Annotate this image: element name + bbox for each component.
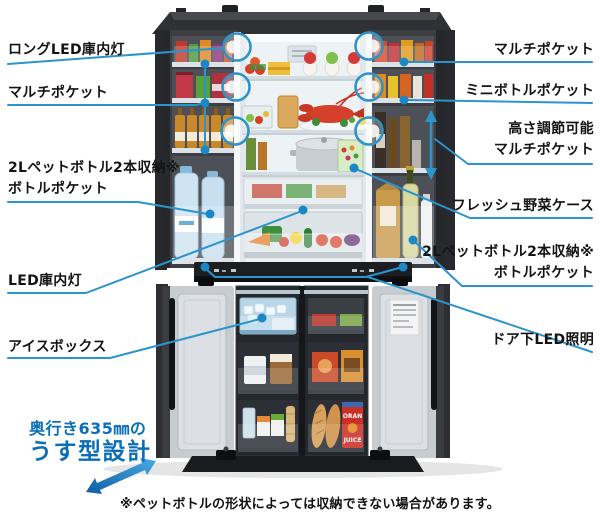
freezer-right-door — [372, 286, 444, 458]
callout-label: ボトルポケット — [493, 265, 594, 281]
callout-label: ドア下LED照明 — [491, 332, 594, 348]
connector-dot — [200, 262, 210, 272]
callout-label: マルチポケット — [493, 142, 594, 158]
callout-multi-pocket-left: マルチポケット — [8, 83, 108, 104]
under-door-strip — [194, 262, 412, 286]
led-circle — [354, 72, 384, 102]
led-circle — [221, 72, 251, 102]
callout-under-door-led-light: ドア下LED照明 — [491, 330, 594, 351]
leader-veg-case — [355, 168, 593, 219]
leader-long-led — [7, 47, 225, 65]
freezer-bottom-drawers: ORAN JUICE — [238, 400, 364, 452]
height-adjust-arrow — [425, 110, 437, 180]
vegetable-drawer — [243, 211, 363, 259]
connector-dot — [399, 95, 409, 105]
depth-arrow — [86, 458, 156, 494]
leader-ice-box — [7, 318, 261, 359]
tagline-line1: 奥行き635㎜の — [29, 419, 147, 438]
connector-dot — [298, 205, 308, 215]
led-circle — [354, 31, 384, 61]
juice-carton-text-1: ORAN — [343, 413, 362, 420]
callout-ice-box: アイスボックス — [8, 337, 107, 358]
connector-dot — [200, 59, 210, 69]
callout-label: 高さ調節可能 — [508, 121, 594, 137]
callout-label: LED庫内灯 — [8, 273, 82, 289]
callout-label: ロングLED庫内灯 — [8, 42, 125, 58]
shelf3-items — [246, 137, 364, 173]
led-circle — [220, 116, 250, 146]
juice-carton: ORAN JUICE — [342, 402, 363, 448]
callout-label: ボトルポケット — [8, 181, 109, 197]
connector-dot — [200, 145, 210, 155]
connector-dot — [408, 235, 418, 245]
connector-dot — [200, 98, 210, 108]
leader-under-door-led — [204, 267, 593, 353]
connector-dot — [205, 209, 215, 219]
spec-label — [389, 299, 420, 336]
callout-label: 2Lペットボトル2本収納※ — [8, 160, 180, 176]
led-circle — [354, 116, 384, 146]
chilled-case — [243, 177, 363, 209]
callout-label: アイスボックス — [8, 339, 107, 355]
fridge-interior — [240, 34, 373, 264]
callout-label: マルチポケット — [493, 42, 594, 58]
tagline-line2: うす型設計 — [29, 439, 152, 465]
callout-multi-pocket-right: マルチポケット — [494, 40, 594, 61]
footnote: ※ペットボトルの形状によっては収納できない場合があります。 — [120, 497, 500, 512]
baguettes — [311, 404, 341, 448]
connector-dot — [399, 57, 409, 67]
callout-label: 2Lペットボトル2本収納※ — [422, 244, 594, 260]
callout-2l-bottle-pocket-left: 2Lペットボトル2本収納※ ボトルポケット — [8, 158, 180, 200]
connector-dots — [200, 57, 418, 323]
callout-mini-bottle-pocket: ミニボトルポケット — [465, 81, 594, 102]
leader-under-door-led-2 — [365, 267, 400, 278]
callout-2l-bottle-pocket-right: 2Lペットボトル2本収納※ ボトルポケット — [422, 242, 594, 284]
leader-mini-bottle — [407, 99, 593, 104]
connector-dot — [257, 313, 267, 323]
freezer-top-right-drawer — [308, 298, 364, 334]
callout-fresh-vegetable-case: フレッシュ野菜ケース — [452, 196, 594, 217]
leader-bottle-pocket-left — [7, 201, 209, 215]
callout-led-interior-light: LED庫内灯 — [8, 271, 82, 292]
callout-label: フレッシュ野菜ケース — [451, 198, 594, 214]
fridge-base — [182, 446, 424, 472]
fridge-top-cap — [152, 5, 454, 34]
connector-dot — [398, 262, 408, 272]
callout-height-adjustable-multi-pocket: 高さ調節可能 マルチポケット — [494, 119, 594, 161]
callout-long-led-interior-light: ロングLED庫内灯 — [8, 40, 125, 61]
ice-box-drawer — [239, 297, 297, 335]
leader-bottle-pocket-right — [413, 240, 593, 287]
led-circle — [222, 32, 252, 62]
callout-label: マルチポケット — [8, 85, 109, 101]
freezer-compartments: ORAN JUICE — [235, 285, 369, 457]
callout-label: ミニボトルポケット — [465, 83, 594, 99]
depth-tagline: 奥行き635㎜の うす型設計 — [29, 421, 152, 464]
freezer-left-door — [162, 286, 234, 458]
upper-left-door — [162, 30, 238, 268]
leader-height-adjust — [434, 138, 593, 165]
dessert-cups — [302, 52, 362, 77]
freezer-middle-drawers — [238, 342, 364, 394]
connector-dot — [349, 163, 359, 173]
led-highlight-circles — [220, 31, 384, 146]
juice-carton-text-2: JUICE — [343, 437, 362, 444]
leader-led-light — [7, 210, 303, 294]
